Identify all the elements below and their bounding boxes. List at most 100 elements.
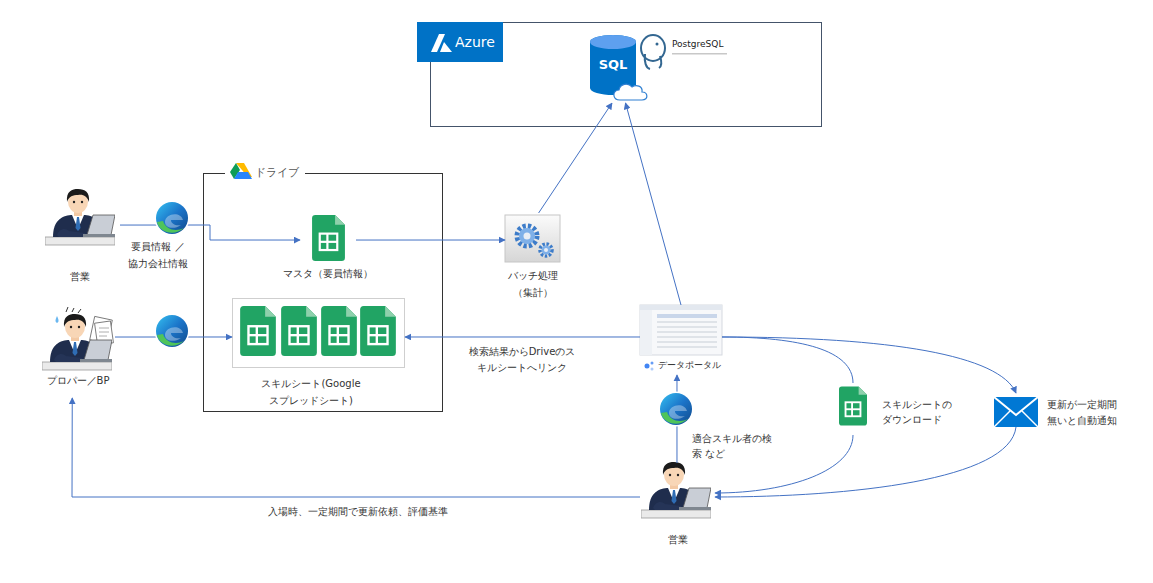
edge-label: 検索結果からDriveのス キルシートへリンク: [457, 344, 587, 376]
illustration-part: [657, 321, 717, 323]
sales-person: [641, 462, 711, 518]
illustration-part: [505, 215, 560, 262]
illustration-part: [645, 54, 650, 69]
connector: [72, 398, 640, 497]
illustration-part: [657, 326, 717, 328]
illustration-part: [641, 35, 665, 61]
icon-node: データポータル: [640, 305, 722, 375]
product-name: PostgreSQL: [672, 39, 742, 49]
process-label: バッチ処理 （集計）: [503, 267, 563, 301]
illustration-part: [99, 336, 107, 337]
mail-icon: [994, 397, 1038, 427]
connector: [722, 337, 853, 383]
illustration-part: [99, 328, 109, 329]
illustration-part: [656, 43, 659, 46]
illustration-part: [1022, 411, 1038, 427]
illustration-part: [640, 310, 652, 355]
group-frame: ドライブマスタ（要員情報）スキルシート(Google スプレッドシート): [203, 173, 443, 412]
sheet-icon: [321, 306, 357, 356]
browser-icon: [659, 392, 694, 427]
icon-node: SQLPostgreSQL: [585, 33, 735, 103]
sheet-label: マスタ（要員情報）: [278, 267, 378, 281]
sheet-group-label: スキルシート(Google スプレッドシート): [236, 375, 386, 409]
illustration-part: [994, 397, 1038, 427]
connector: [676, 375, 677, 463]
group-frame: スキルシート(Google スプレッドシート): [232, 298, 405, 368]
illustration-part: [614, 84, 647, 100]
illustration-part: [994, 411, 1010, 427]
actor-label: 営業: [30, 270, 130, 284]
illustration-part: [66, 307, 81, 313]
illustration-part: [440, 42, 452, 52]
illustration-part: [672, 53, 727, 55]
actor-label: プロパー／BP: [28, 374, 128, 388]
illustration-part: [657, 336, 717, 338]
illustration-part: [657, 331, 717, 333]
sheet-icon: [312, 215, 345, 261]
azure-logo: [431, 34, 452, 52]
illustration-part: [640, 305, 722, 355]
edge-label: 要員情報 ／協力会社情報: [108, 238, 208, 272]
group-frame: AzureSQLPostgreSQL: [430, 22, 822, 127]
sheet-icon: [839, 386, 867, 425]
illustration-part: [95, 321, 114, 345]
illustration-part: [56, 316, 59, 323]
illustration-part: [230, 163, 240, 179]
illustration-part: [994, 397, 1038, 415]
illustration-part: [651, 362, 654, 365]
illustration-part: [657, 341, 717, 343]
icon-node: 更新が一定期間 無いと自動通知: [995, 393, 1037, 427]
sheet-icon: [240, 306, 276, 356]
db-label: SQL: [593, 57, 633, 73]
notice-label: 更新が一定期間 無いと自動通知: [1047, 397, 1137, 429]
sheet-icon: [281, 306, 317, 356]
icon-node: マスタ（要員情報）: [300, 213, 356, 265]
browser-icon: [155, 201, 190, 236]
drive-logo: [230, 163, 252, 179]
edge-label: 入場時、一定期間で更新依頼、評価基準: [248, 505, 468, 519]
illustration-part: [657, 314, 717, 318]
cloud-heading: Azure: [417, 22, 503, 62]
connector: [405, 336, 640, 337]
illustration-part: [517, 226, 537, 246]
illustration-part: [90, 316, 113, 343]
edge-label: 適合スキル者の検 索 など: [692, 431, 780, 461]
icon-node: 営業: [640, 463, 715, 548]
connector: [626, 103, 682, 305]
illustration-part: [234, 172, 252, 179]
connector: [722, 337, 1016, 393]
connector: [539, 103, 612, 213]
illustration-part: [544, 248, 548, 252]
illustration-part: [645, 364, 650, 369]
illustration-part: [431, 34, 445, 52]
browser-icon: [155, 314, 190, 349]
illustration-part: [590, 35, 636, 49]
sales-person: [45, 189, 115, 245]
illustration-part: [524, 233, 531, 240]
icon-node: スキルシートの ダウンロード: [838, 383, 868, 435]
actor-label: 営業: [628, 533, 728, 547]
connector: [115, 336, 232, 337]
illustration-part: [42, 314, 112, 370]
icon-node: バッチ処理 （集計）: [505, 213, 561, 263]
illustration-part: [659, 56, 661, 68]
icon-node: プロパー／BP: [40, 310, 115, 398]
illustration-part: [590, 35, 636, 95]
illustration-part: [99, 332, 109, 333]
portal-label: データポータル: [658, 359, 728, 371]
stressed-person: [42, 307, 113, 370]
illustration-part: [651, 368, 654, 371]
batch-gear-icon: [505, 215, 560, 262]
group-heading: ドライブ: [225, 163, 305, 183]
sql-database-icon: [590, 35, 647, 100]
illustration-part: [542, 246, 551, 255]
sheet-icon: [360, 306, 396, 356]
illustration-part: [640, 305, 722, 310]
illustration-part: [540, 244, 552, 256]
connector: [120, 225, 300, 240]
